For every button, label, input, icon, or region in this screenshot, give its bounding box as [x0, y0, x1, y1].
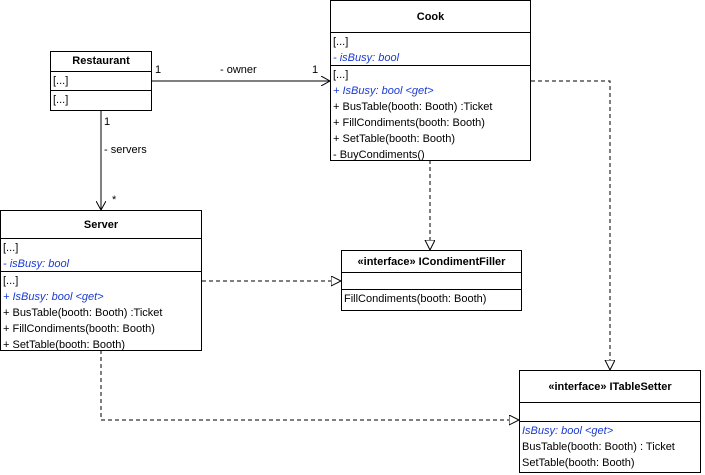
cook-itablesetter-realization[interactable]: [531, 80, 610, 370]
method-line: + IsBusy: bool <get>: [3, 291, 104, 303]
class-title: Restaurant: [51, 52, 151, 72]
servers-target-multiplicity: *: [112, 194, 117, 206]
method-line: FillCondiments(booth: Booth): [344, 293, 487, 305]
method-line: + BusTable(booth: Booth) :Ticket: [3, 307, 163, 319]
method-line: + SetTable(booth: Booth): [3, 339, 125, 351]
class-restaurant[interactable]: Restaurant [...] [...]: [50, 51, 152, 111]
methods-section: [...]: [51, 91, 151, 110]
field-line: [...]: [53, 75, 69, 87]
owner-target-multiplicity: 1: [312, 64, 319, 76]
class-server[interactable]: Server [...] - isBusy: bool [...] + IsBu…: [0, 210, 202, 351]
interface-icondimentfiller[interactable]: «interface» ICondimentFiller FillCondime…: [341, 250, 522, 311]
fields-section: [...]: [51, 72, 151, 91]
method-line: + IsBusy: bool <get>: [333, 85, 434, 97]
interface-itablesetter[interactable]: «interface» ITableSetter IsBusy: bool <g…: [519, 370, 701, 473]
method-line: + BusTable(booth: Booth) :Ticket: [333, 101, 493, 113]
interface-title: «interface» ITableSetter: [520, 371, 700, 403]
fields-section: [...] - isBusy: bool: [331, 33, 530, 66]
field-line: [...]: [3, 242, 19, 254]
servers-role-label: - servers: [104, 144, 147, 156]
method-line: [...]: [333, 69, 349, 81]
servers-source-multiplicity: 1: [104, 116, 111, 128]
field-line: [...]: [333, 36, 349, 48]
owner-source-multiplicity: 1: [155, 64, 162, 76]
server-itablesetter-realization[interactable]: [100, 350, 519, 420]
method-line: + FillCondiments(booth: Booth): [333, 117, 485, 129]
interface-title: «interface» ICondimentFiller: [342, 251, 521, 273]
methods-section: [...] + IsBusy: bool <get> + BusTable(bo…: [1, 272, 201, 351]
method-line: + SetTable(booth: Booth): [333, 133, 455, 145]
methods-section: IsBusy: bool <get> BusTable(booth: Booth…: [520, 422, 700, 472]
method-line: - BuyCondiments(): [333, 149, 425, 161]
class-title: Cook: [331, 1, 530, 33]
class-title: Server: [1, 211, 201, 239]
fields-section: [520, 403, 700, 422]
fields-section: [342, 273, 521, 290]
methods-section: FillCondiments(booth: Booth): [342, 290, 521, 310]
field-line: - isBusy: bool: [3, 258, 70, 270]
method-line: SetTable(booth: Booth): [522, 457, 635, 469]
method-line: IsBusy: bool <get>: [522, 425, 614, 437]
methods-section: [...] + IsBusy: bool <get> + BusTable(bo…: [331, 66, 530, 161]
owner-role-label: - owner: [220, 64, 257, 76]
method-line: + FillCondiments(booth: Booth): [3, 323, 155, 335]
fields-section: [...] - isBusy: bool: [1, 239, 201, 272]
method-line: [...]: [53, 94, 69, 106]
field-line: - isBusy: bool: [333, 52, 400, 64]
method-line: [...]: [3, 275, 19, 287]
method-line: BusTable(booth: Booth) : Ticket: [522, 441, 675, 453]
class-cook[interactable]: Cook [...] - isBusy: bool [...] + IsBusy…: [330, 0, 531, 161]
